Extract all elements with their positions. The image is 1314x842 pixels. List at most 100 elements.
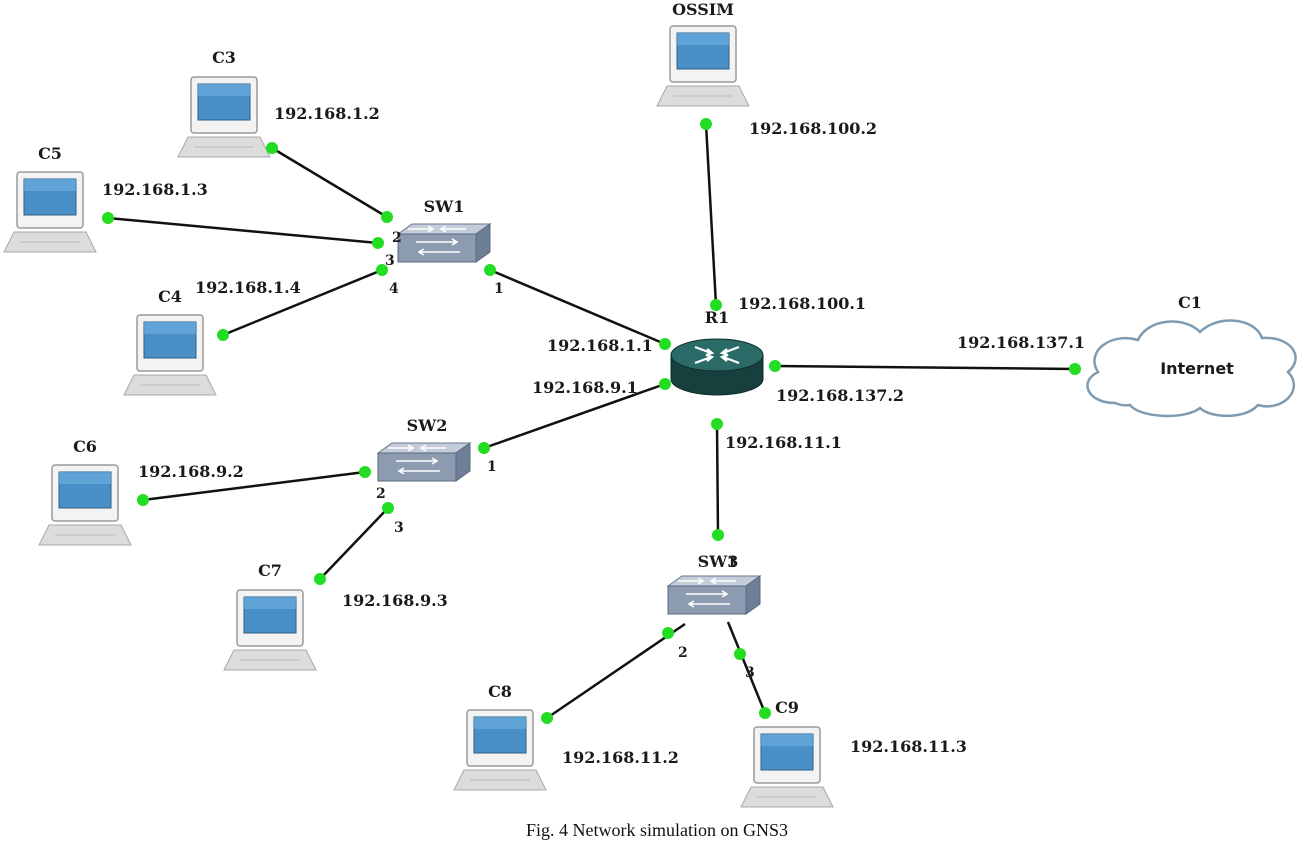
switch-icon (397, 223, 491, 263)
sw1-port-3: 3 (385, 253, 395, 269)
link-c5-sw1 (107, 216, 379, 245)
link-r1-sw3 (715, 423, 720, 536)
link-c8-sw3 (546, 622, 686, 720)
pc-c9-ip: 192.168.11.3 (850, 737, 967, 756)
pc-c7[interactable]: C7 (223, 561, 317, 671)
router-r1-name: R1 (705, 308, 729, 327)
port-dot (359, 466, 371, 478)
pc-c6-ip: 192.168.9.2 (138, 462, 244, 481)
pc-c7-name: C7 (258, 561, 282, 580)
port-dot (710, 299, 722, 311)
sw3-port-1: 1 (727, 555, 737, 571)
link-c9-sw3 (726, 621, 767, 714)
pc-ossim-name: OSSIM (672, 0, 734, 19)
pc-c9[interactable]: C9 (740, 698, 834, 808)
port-dot (266, 142, 278, 154)
port-dot (659, 378, 671, 390)
port-dot (659, 338, 671, 350)
pc-c9-name: C9 (775, 698, 799, 717)
port-dot (734, 648, 746, 660)
pc-ossim[interactable]: OSSIM (656, 0, 750, 107)
computer-icon (656, 25, 750, 107)
r1-if-137-2: 192.168.137.2 (776, 386, 904, 405)
port-dot (1069, 363, 1081, 375)
switch-sw2[interactable]: SW2 (377, 416, 471, 482)
pc-c4[interactable]: C4 (123, 287, 217, 396)
computer-icon (223, 589, 317, 671)
computer-icon (38, 464, 132, 546)
router-icon (670, 338, 764, 396)
switch-icon (667, 575, 761, 615)
sw1-port-4: 4 (389, 281, 399, 297)
port-dot (759, 707, 771, 719)
port-dot (712, 529, 724, 541)
pc-c5[interactable]: C5 (3, 144, 97, 253)
port-dot (217, 329, 229, 341)
computer-icon (177, 76, 271, 158)
port-dot (314, 573, 326, 585)
port-dot (102, 212, 114, 224)
port-dot (376, 264, 388, 276)
computer-icon (740, 726, 834, 808)
router-r1[interactable]: R1 (670, 308, 764, 396)
cloud-c1-ip: 192.168.137.1 (957, 333, 1085, 352)
switch-sw1-name: SW1 (424, 197, 465, 216)
link-c6-sw2 (142, 470, 366, 502)
sw3-port-2: 2 (678, 645, 688, 661)
port-dot (711, 418, 723, 430)
sw1-port-2: 2 (392, 230, 402, 246)
sw3-port-3: 3 (745, 665, 755, 681)
r1-if-1-1: 192.168.1.1 (547, 336, 653, 355)
pc-c3-ip: 192.168.1.2 (274, 104, 380, 123)
link-r1-sw2 (483, 382, 666, 450)
figure-caption: Fig. 4 Network simulation on GNS3 (525, 820, 788, 840)
switch-sw1[interactable]: SW1 (397, 197, 491, 263)
port-dot (769, 360, 781, 372)
pc-c7-ip: 192.168.9.3 (342, 591, 448, 610)
cloud-c1-label: Internet (1160, 359, 1234, 378)
pc-c8-ip: 192.168.11.2 (562, 748, 679, 767)
pc-c8-name: C8 (488, 682, 512, 701)
port-dot (541, 712, 553, 724)
port-dot (381, 211, 393, 223)
pc-c5-name: C5 (38, 144, 62, 163)
pc-c6[interactable]: C6 (38, 437, 132, 546)
pc-c4-name: C4 (158, 287, 182, 306)
r1-if-9-1: 192.168.9.1 (532, 378, 638, 397)
port-dots (102, 118, 1081, 724)
sw2-port-2: 2 (376, 486, 386, 502)
pc-ossim-ip: 192.168.100.2 (749, 119, 877, 138)
cloud-c1-name: C1 (1178, 293, 1202, 312)
pc-c6-name: C6 (73, 437, 97, 456)
pc-c5-ip: 192.168.1.3 (102, 180, 208, 199)
link-sw1-r1 (489, 268, 666, 346)
port-dot (484, 264, 496, 276)
port-dot (372, 237, 384, 249)
link-c3-sw1 (271, 146, 388, 219)
switch-icon (377, 442, 471, 482)
link-c4-sw1 (222, 268, 383, 337)
switch-sw3-name: SW3 (698, 552, 739, 571)
computer-icon (3, 171, 97, 253)
pc-c4-ip: 192.168.1.4 (195, 278, 301, 297)
switch-sw2-name: SW2 (407, 416, 448, 435)
pc-c8[interactable]: C8 (453, 682, 547, 791)
port-dot (700, 118, 712, 130)
link-r1-cloud (774, 364, 1076, 371)
link-c7-sw2 (319, 507, 389, 580)
pc-c3[interactable]: C3 (177, 48, 271, 158)
cloud-icon (1086, 319, 1297, 418)
computer-icon (453, 709, 547, 791)
links (107, 123, 1076, 720)
cloud-c1[interactable]: Internet C1 (1086, 293, 1297, 418)
sw1-port-1: 1 (494, 281, 504, 297)
port-dot (382, 502, 394, 514)
r1-if-11-1: 192.168.11.1 (725, 433, 842, 452)
switch-sw3[interactable]: SW3 (667, 552, 761, 615)
sw2-port-1: 1 (487, 459, 497, 475)
port-dot (662, 627, 674, 639)
r1-if-100-1: 192.168.100.1 (738, 294, 866, 313)
port-dot (137, 494, 149, 506)
sw2-port-3: 3 (394, 520, 404, 536)
